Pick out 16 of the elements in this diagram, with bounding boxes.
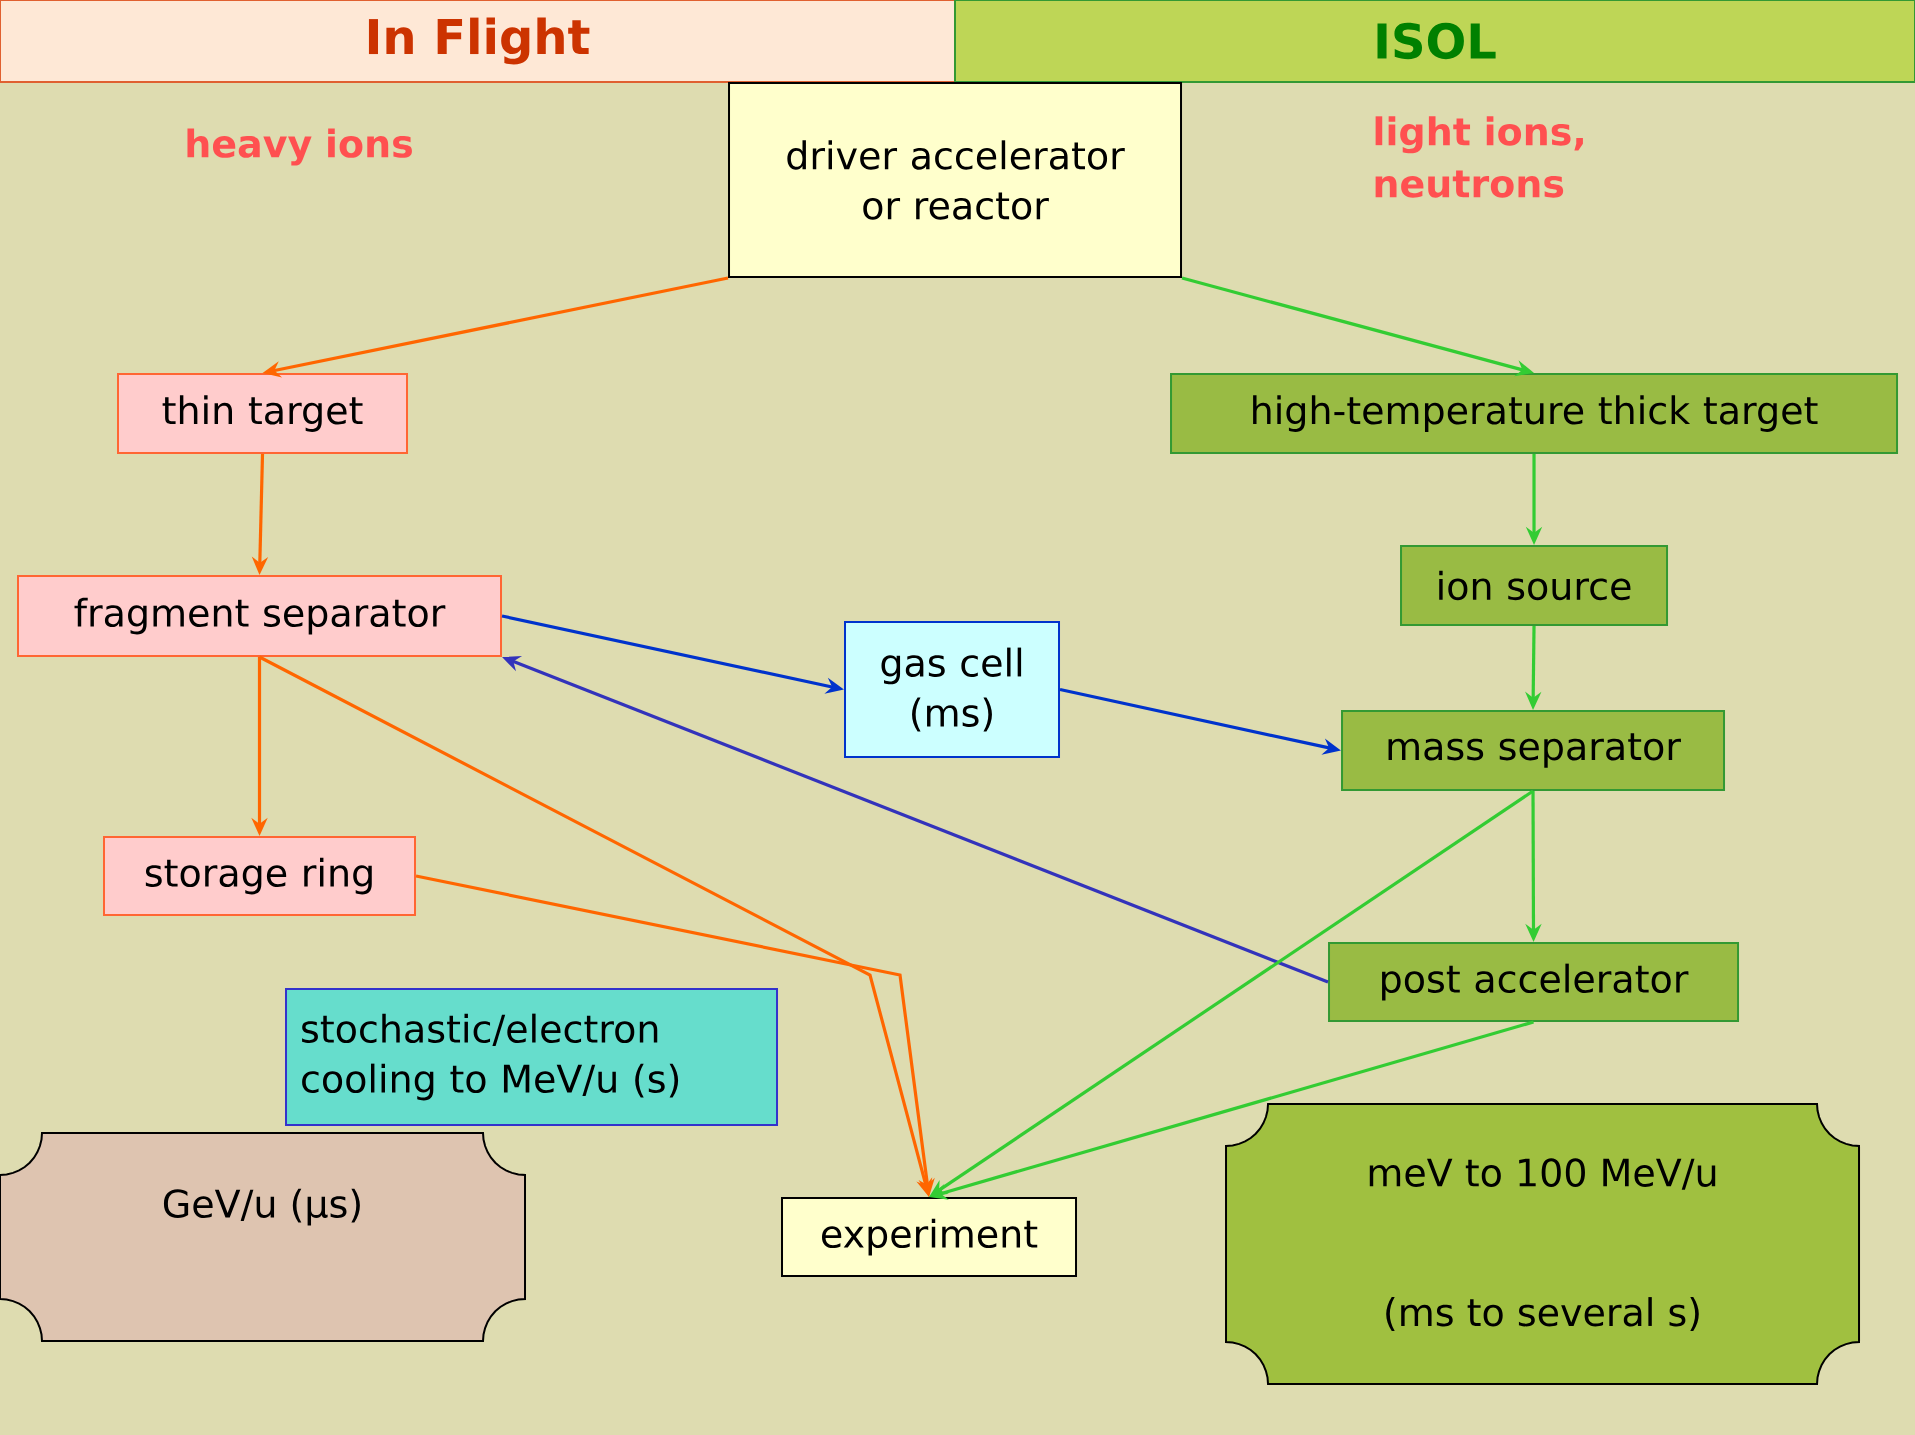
header-band: In Flight — [0, 0, 956, 83]
header-band: ISOL — [954, 0, 1915, 83]
process-box: storage ring — [103, 836, 416, 916]
process-box: fragment separator — [17, 575, 502, 657]
result-box: experiment — [781, 1197, 1077, 1277]
process-box: mass separator — [1341, 710, 1725, 791]
process-box: ion source — [1400, 545, 1669, 626]
process-box: high-temperature thick target — [1170, 373, 1899, 454]
annotation: heavy ions — [187, 128, 412, 166]
process-box: post accelerator — [1328, 942, 1740, 1022]
process-box: gas cell (ms) — [844, 621, 1060, 758]
process-box: thin target — [117, 373, 408, 454]
plaque: meV to 100 MeV/u (ms to several s) — [1225, 1103, 1861, 1385]
plaque: GeV/u (μs) — [0, 1132, 526, 1342]
source-box: driver accelerator or reactor — [728, 82, 1182, 278]
process-box: stochastic/electron cooling to MeV/u (s) — [285, 988, 778, 1126]
